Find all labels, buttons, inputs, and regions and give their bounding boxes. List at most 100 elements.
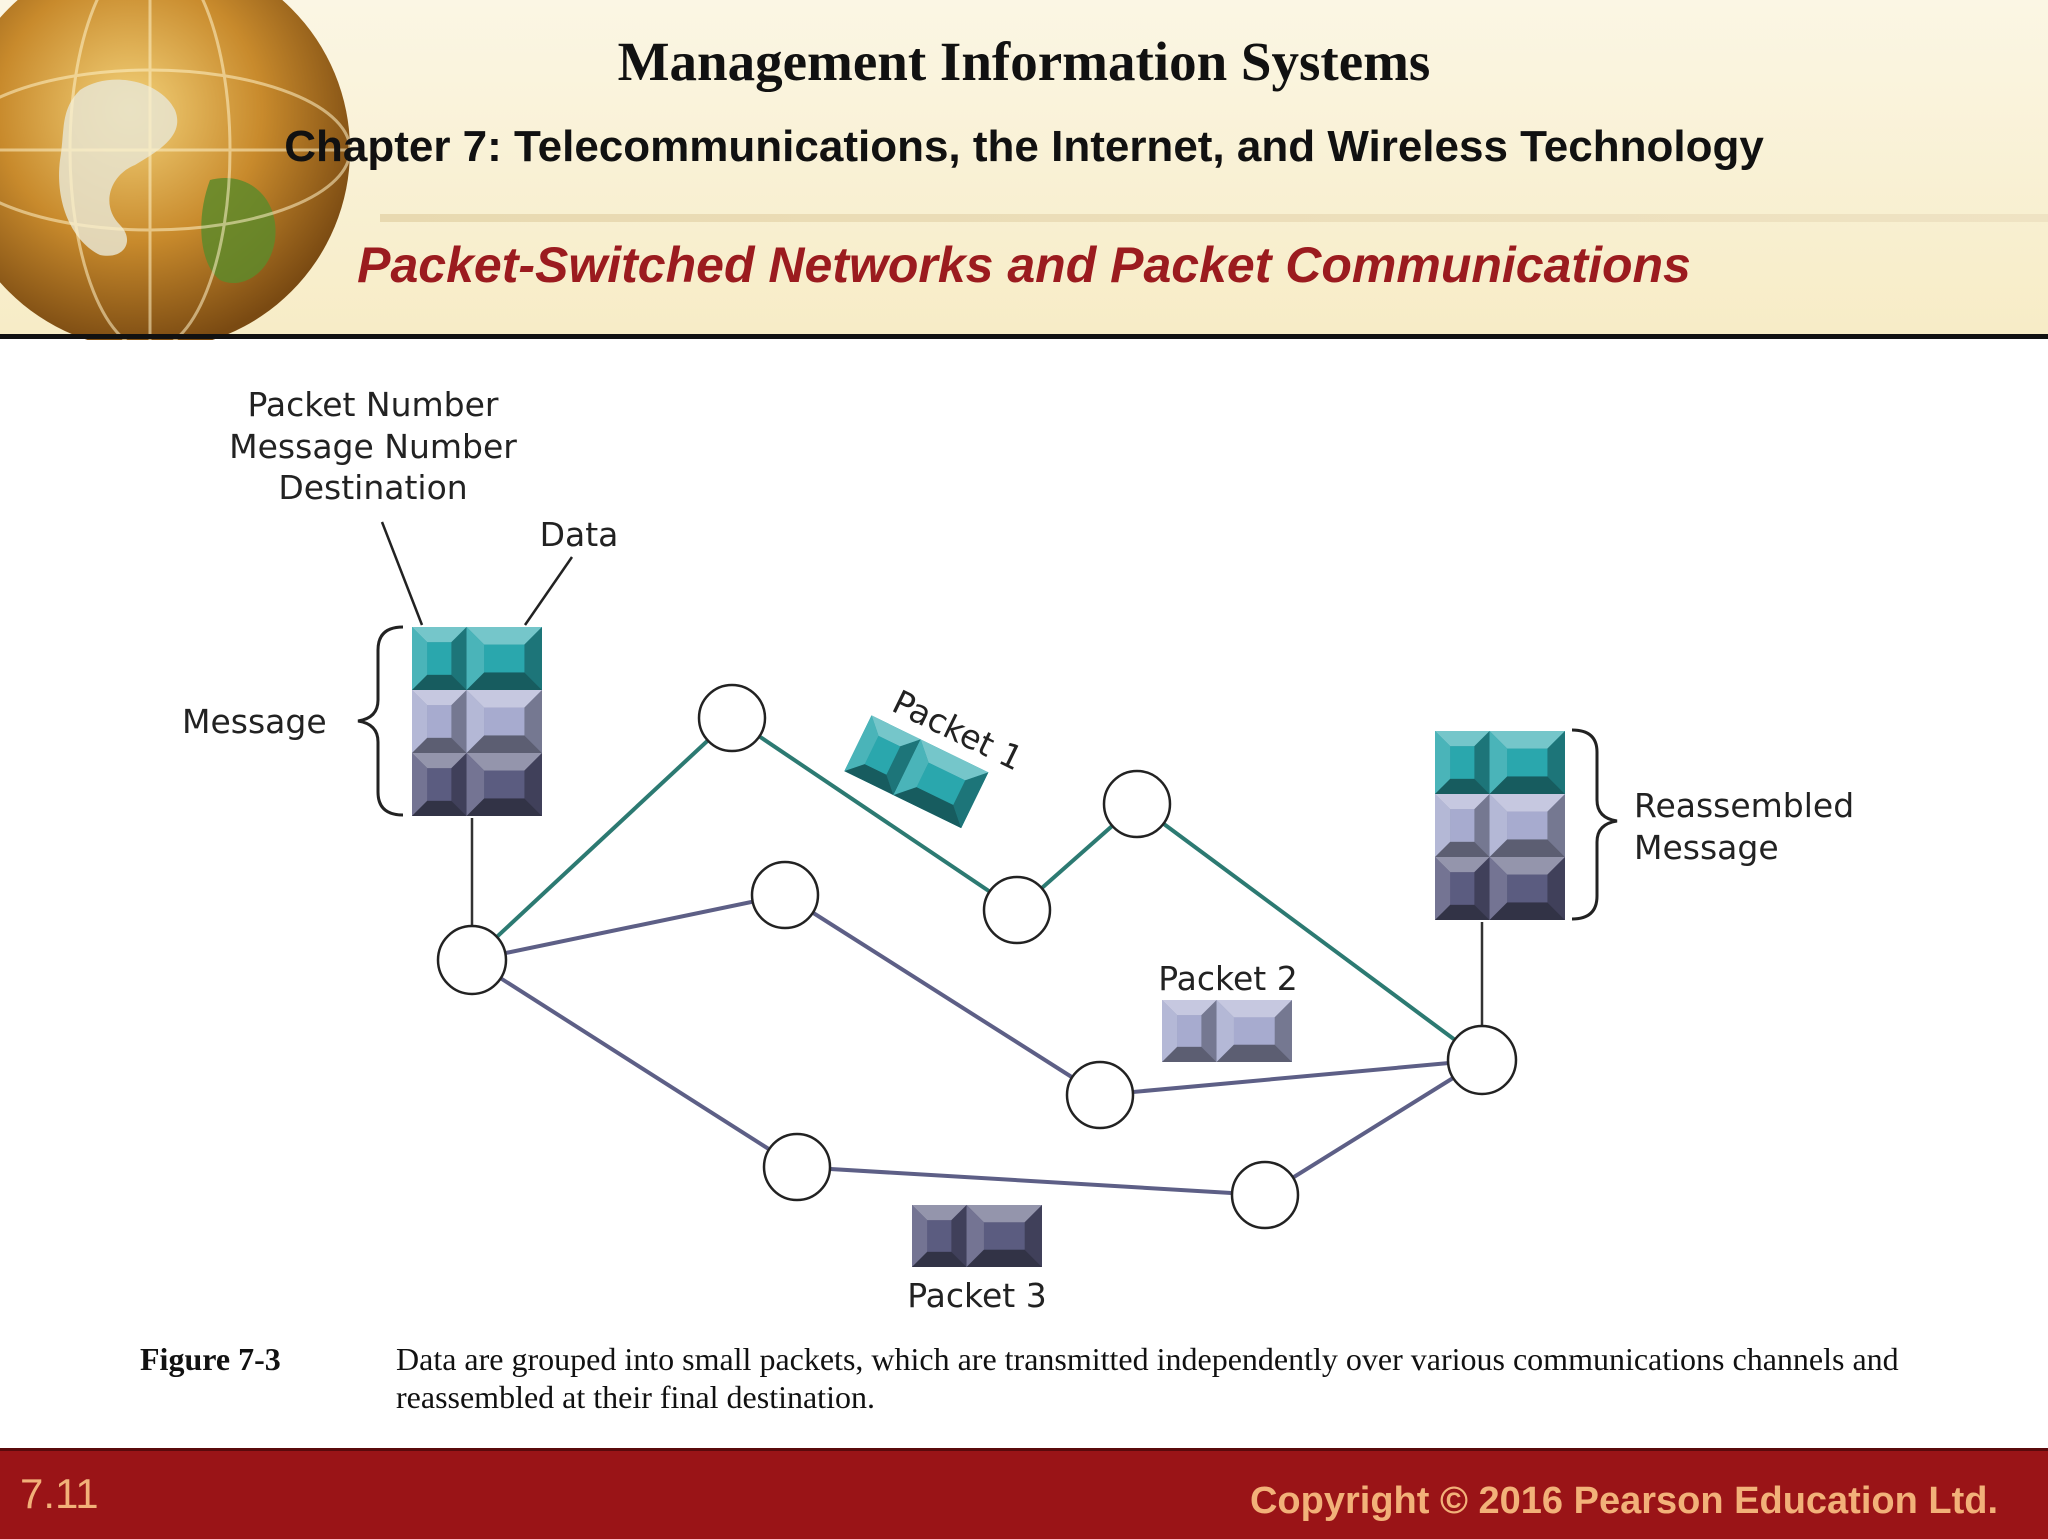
slide-footer — [0, 1448, 2048, 1539]
label-reassembled-line1: Reassembled — [1634, 786, 1854, 825]
packet-2-data-cell-bevel-right — [1274, 1000, 1292, 1062]
reassembled-packet-3-data-cell-bevel-bottom — [1489, 902, 1565, 920]
reassembled-packet-2-header-cell-bevel-left — [1435, 794, 1451, 857]
message-packet-2-data-cell-bevel-left — [466, 690, 485, 753]
reassembled-packet-2-data-cell-bevel-bottom — [1489, 839, 1565, 857]
packet-2-header-cell — [1162, 1000, 1217, 1062]
packet-2-header-cell-bevel-left — [1162, 1000, 1178, 1062]
reassembled-packet-3-data-cell-bevel-top — [1489, 857, 1565, 875]
packet-1-header-cell-bevel-bottom — [844, 764, 894, 796]
message-packet-3-header-cell-bevel-left — [412, 753, 428, 816]
reassembled-packet-2-data-cell — [1489, 794, 1565, 857]
message-packet-1-data-cell-bevel-top — [466, 627, 542, 645]
packet-2-header-cell-bevel-top — [1162, 1000, 1217, 1016]
label-message: Message — [182, 702, 327, 741]
message-packet-3-data-cell-bevel-bottom — [466, 798, 542, 816]
message-packet-2-data-cell-bevel-bottom — [466, 735, 542, 753]
reassembled-packet-1-header-cell-bevel-top — [1435, 731, 1490, 747]
reassembled-packet-2-header-cell-face — [1450, 809, 1475, 842]
message-packet-1-data-cell-bevel-right — [524, 627, 542, 690]
reassembled-packet-3-header-cell-bevel-top — [1435, 857, 1490, 873]
packet-2-data-cell-bevel-bottom — [1216, 1044, 1292, 1062]
message-packet-2-header-cell-face — [427, 705, 452, 738]
packet-switching-diagram: Packet Number Message Number Destination… — [182, 385, 1854, 1315]
message-packet-2-data-cell — [466, 690, 542, 753]
packet-1-data-cell — [893, 739, 989, 829]
reassembled-packet-1-data-cell-bevel-right — [1547, 731, 1565, 794]
message-packet-3-header-cell — [412, 753, 467, 816]
label-packet-number: Packet Number — [247, 385, 498, 424]
reassembled-packet-2-header-cell — [1435, 794, 1490, 857]
reassembled-packet-3-data-cell-bevel-left — [1489, 857, 1508, 920]
reassembled-packet-3-data-cell-face — [1507, 874, 1548, 903]
label-reassembled-line2: Message — [1634, 828, 1779, 867]
message-brace — [357, 625, 404, 817]
reassembled-packet-1-data-cell — [1489, 731, 1565, 794]
reassembled-packet-2-header-cell-bevel-bottom — [1435, 841, 1490, 857]
network-nodes — [436, 683, 1518, 1230]
message-packet-1-data-cell-bevel-left — [466, 627, 485, 690]
reassembled-packet-1-data-cell-bevel-bottom — [1489, 776, 1565, 794]
reassembled-packet-2-data-cell-face — [1507, 811, 1548, 840]
chapter-title: Chapter 7: Telecommunications, the Inter… — [284, 122, 1764, 171]
packet-3-data-cell-bevel-bottom — [966, 1249, 1042, 1267]
packet-2-data-cell — [1216, 1000, 1292, 1062]
label-packet-2: Packet 2 — [1158, 959, 1297, 998]
reassembled-packet-1-data-cell-bevel-left — [1489, 731, 1508, 794]
packet-2-header-cell-bevel-right — [1201, 1000, 1217, 1062]
label-data: Data — [540, 515, 619, 554]
packet-1-header-cell-face — [864, 735, 901, 775]
figure-caption: Data are grouped into small packets, whi… — [396, 1341, 1899, 1415]
packet-1-block — [844, 715, 989, 829]
reassembled-packet-1-header-cell-bevel-bottom — [1435, 778, 1490, 794]
reassembled-packet-1-header-cell-face — [1450, 746, 1475, 779]
node-dst — [1446, 1024, 1518, 1096]
node-b — [982, 875, 1052, 945]
packet-3-header-cell-face — [927, 1220, 952, 1252]
node-src — [436, 924, 508, 996]
message-packet-1-data-cell — [466, 627, 542, 690]
packet-1-header-cell-bevel-right — [886, 739, 921, 796]
packet-3-header-cell — [912, 1205, 967, 1267]
message-packet-1-data-cell-face — [484, 644, 525, 673]
node-a — [697, 683, 767, 753]
slide-number: 7.11 — [20, 1470, 99, 1517]
globe-icon — [0, 0, 352, 340]
label-message-number: Message Number — [229, 427, 517, 466]
reassembled-packet-3-header-cell-face — [1450, 872, 1475, 905]
packet-2-data-cell-bevel-left — [1216, 1000, 1234, 1062]
route-edge-c-dst — [1135, 802, 1484, 1062]
message-packet-2-data-cell-bevel-top — [466, 690, 542, 708]
message-packet-2-header-cell — [412, 690, 467, 753]
packet-1-data-cell-bevel-left — [893, 739, 929, 796]
packet-3-header-cell-bevel-bottom — [912, 1251, 967, 1267]
packet-3-header-cell-bevel-left — [912, 1205, 928, 1267]
message-packet-3-data-cell-bevel-left — [466, 753, 485, 816]
node-d — [750, 860, 820, 930]
packet-1-data-cell-bevel-top — [920, 739, 989, 781]
message-packet-1-data-cell-bevel-bottom — [466, 672, 542, 690]
message-packet-1-header-cell-bevel-top — [412, 627, 467, 643]
message-packet-2-header-cell-bevel-top — [412, 690, 467, 706]
message-packet-1-header-cell-bevel-bottom — [412, 674, 467, 690]
figure-label: Figure 7-3 — [140, 1341, 281, 1377]
route-edge-a-b — [730, 716, 1019, 912]
node-e — [1065, 1060, 1135, 1130]
message-packet-2-header-cell-bevel-right — [451, 690, 467, 753]
reassembled-packet-1-header-cell — [1435, 731, 1490, 794]
reassembled-packet-1-header-cell-bevel-left — [1435, 731, 1451, 794]
reassembled-packet-3-header-cell-bevel-bottom — [1435, 904, 1490, 920]
message-packet-1-header-cell-face — [427, 642, 452, 675]
header-rule — [0, 334, 2048, 339]
packet-1-data-cell-bevel-bottom — [893, 787, 962, 829]
packet-2-data-cell-face — [1233, 1017, 1275, 1045]
copyright: Copyright © 2016 Pearson Education Ltd. — [1249, 1480, 1998, 1522]
label-packet-3: Packet 3 — [907, 1276, 1046, 1315]
packet-3-data-cell-face — [983, 1222, 1025, 1250]
node-f — [762, 1132, 832, 1202]
route-edge-g-dst — [1263, 1058, 1484, 1197]
packet-1-header-cell — [844, 715, 921, 796]
packet-3-data-cell — [966, 1205, 1042, 1267]
route-edge-d-e — [783, 893, 1102, 1097]
